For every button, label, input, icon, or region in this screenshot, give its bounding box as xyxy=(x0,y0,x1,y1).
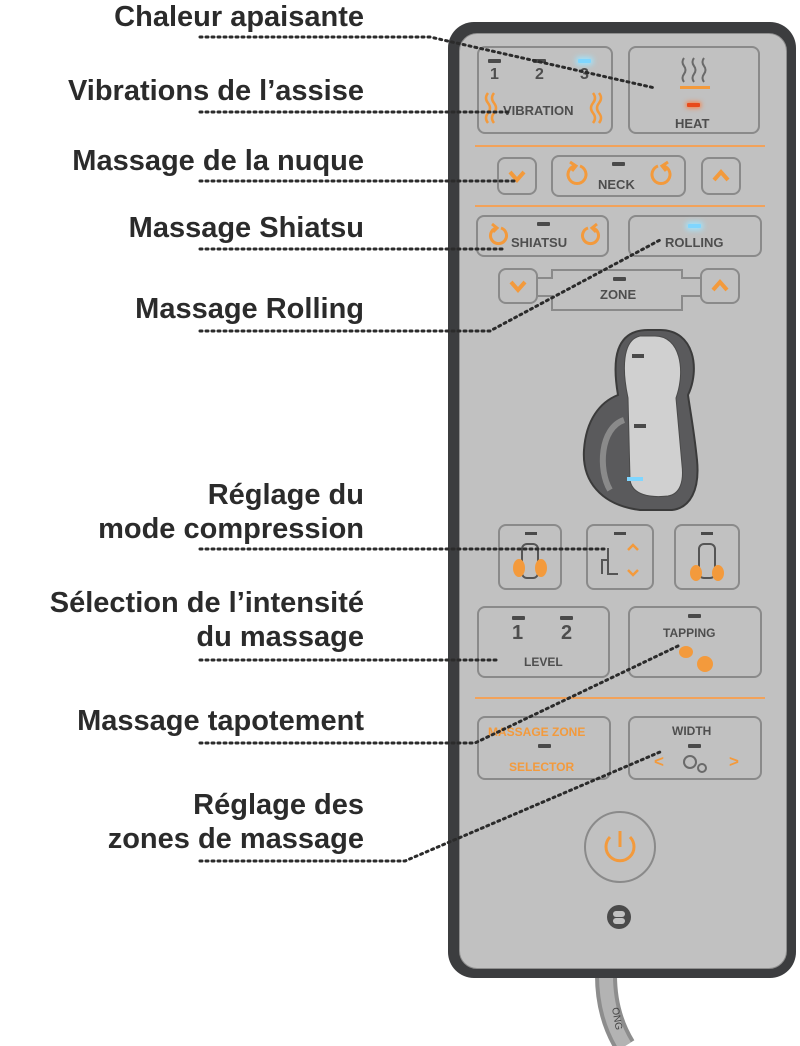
cable-text: ONG xyxy=(609,1007,624,1032)
label-heat: Chaleur apaisante xyxy=(114,1,364,33)
tapping-label: TAPPING xyxy=(663,626,716,640)
vibration-level-3-label: 3 xyxy=(580,66,589,83)
level-label: LEVEL xyxy=(524,655,563,669)
heat-button[interactable] xyxy=(628,46,760,134)
vibration-level-2-indicator xyxy=(533,59,546,63)
zone-label: ZONE xyxy=(600,287,637,302)
tapping-indicator xyxy=(688,614,701,618)
chevron-down-icon xyxy=(509,280,527,294)
level-2-indicator xyxy=(560,616,573,620)
neck-label: NECK xyxy=(598,177,635,192)
heat-indicator xyxy=(687,103,700,107)
shiatsu-label: SHIATSU xyxy=(511,235,568,250)
level-1-label: 1 xyxy=(512,622,524,644)
chevron-up-icon xyxy=(712,168,730,182)
separator-3 xyxy=(475,697,765,699)
rolling-button[interactable] xyxy=(628,215,762,257)
width-indicator xyxy=(688,744,701,748)
compression-mode-2-button[interactable] xyxy=(586,524,654,590)
selector-label: SELECTOR xyxy=(509,760,575,774)
width-left-arrow[interactable]: < xyxy=(654,752,664,771)
compression-mode-3-button[interactable] xyxy=(674,524,740,590)
width-label: WIDTH xyxy=(672,724,712,738)
vibration-level-2-label: 2 xyxy=(535,66,544,83)
label-rolling: Massage Rolling xyxy=(135,293,364,325)
label-tapping: Massage tapotement xyxy=(77,705,364,737)
shiatsu-indicator xyxy=(537,222,550,226)
neck-button[interactable] xyxy=(551,155,686,197)
label-intensity-line1: Sélection de l’intensité xyxy=(49,587,364,619)
label-compression-line1: Réglage du xyxy=(207,479,364,511)
compression-mode-1-button[interactable] xyxy=(498,524,562,590)
label-zones-line2: zones de massage xyxy=(107,823,364,855)
label-compression-line2: mode compression xyxy=(98,513,364,545)
neck-down-button[interactable] xyxy=(497,157,537,195)
zone-down-button[interactable] xyxy=(498,268,538,304)
chevron-down-icon xyxy=(508,170,526,184)
vibration-level-1-indicator xyxy=(488,59,501,63)
label-vibration: Vibrations de l’assise xyxy=(67,75,364,107)
power-icon xyxy=(604,831,636,863)
width-right-arrow[interactable]: > xyxy=(729,752,739,771)
label-shiatsu: Massage Shiatsu xyxy=(128,212,364,244)
rolling-indicator xyxy=(688,224,701,228)
vibration-level-1-label: 1 xyxy=(490,66,499,83)
separator-1 xyxy=(475,145,765,147)
separator-2 xyxy=(475,205,765,207)
power-button[interactable] xyxy=(584,811,656,883)
tapping-button[interactable] xyxy=(628,606,762,678)
width-button[interactable] xyxy=(628,716,762,780)
neck-up-button[interactable] xyxy=(701,157,741,195)
vibration-label: VIBRATION xyxy=(503,103,574,118)
rolling-label: ROLLING xyxy=(665,235,724,250)
chevron-up-icon xyxy=(711,278,729,292)
zone-indicator xyxy=(613,277,626,281)
level-1-indicator xyxy=(512,616,525,620)
label-zones-line1: Réglage des xyxy=(193,789,364,821)
massage-zone-indicator xyxy=(538,744,551,748)
massage-zone-label: MASSAGE ZONE xyxy=(488,725,586,739)
heat-label: HEAT xyxy=(675,116,710,131)
neck-indicator xyxy=(612,162,625,166)
label-neck: Massage de la nuque xyxy=(72,145,364,177)
zone-up-button[interactable] xyxy=(700,268,740,304)
level-2-label: 2 xyxy=(561,622,573,644)
vibration-level-3-indicator xyxy=(578,59,591,63)
label-intensity-line2: du massage xyxy=(196,621,364,653)
